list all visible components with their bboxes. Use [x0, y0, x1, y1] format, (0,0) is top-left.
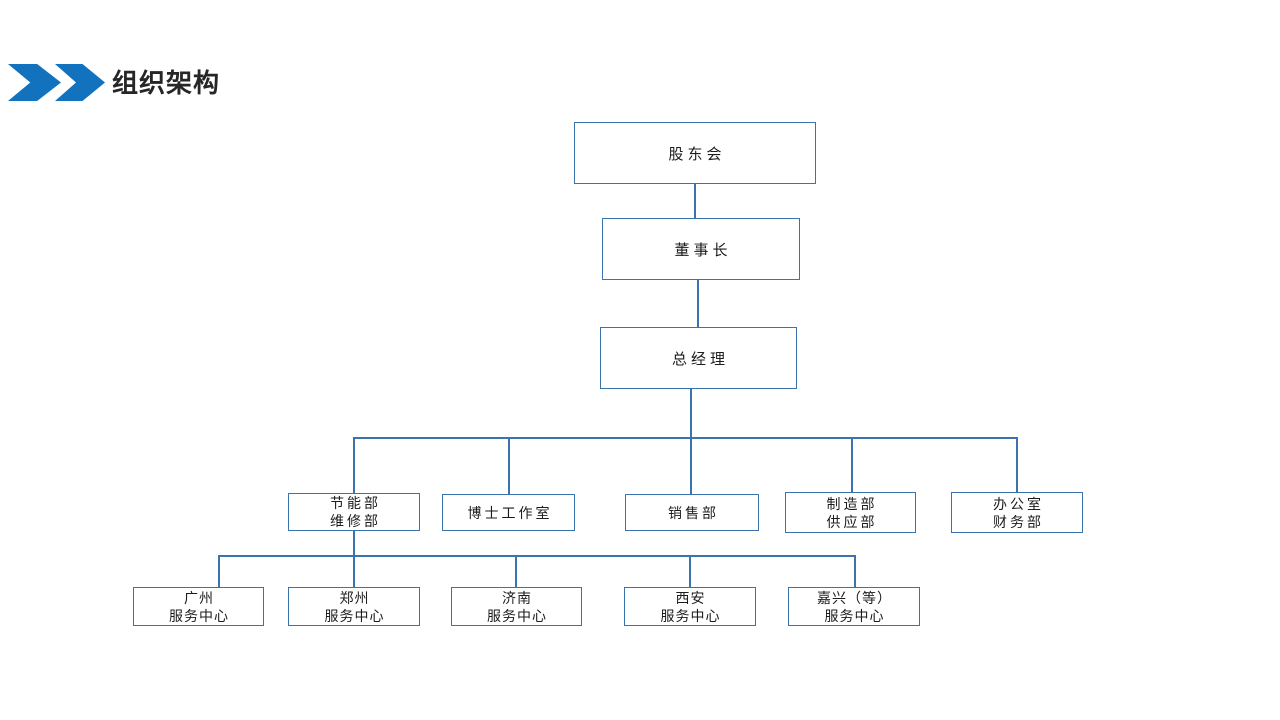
- org-node-label: 董事长: [674, 241, 732, 259]
- chevron-right-icon: [55, 64, 105, 101]
- org-node-label: 嘉兴（等）: [817, 589, 892, 606]
- org-node-label: 供应部: [826, 513, 878, 530]
- org-node-label: 服务中心: [660, 607, 721, 624]
- org-node-doctor-studio: 博士工作室: [442, 494, 575, 531]
- org-node-shareholders: 股东会: [574, 122, 816, 184]
- connector-stub-xian: [689, 555, 691, 587]
- org-node-label: 博士工作室: [467, 504, 553, 521]
- org-node-jiaxing-service-center: 嘉兴（等） 服务中心: [788, 587, 920, 626]
- org-node-guangzhou-service-center: 广州 服务中心: [133, 587, 264, 626]
- org-node-label: 节能部: [330, 495, 381, 511]
- connector-gm-trunk: [690, 389, 692, 494]
- org-node-xian-service-center: 西安 服务中心: [624, 587, 756, 626]
- org-node-label: 维修部: [330, 513, 381, 529]
- connector-stub-doctor: [508, 437, 510, 494]
- org-node-label: 办公室: [993, 495, 1044, 512]
- org-node-manufacturing-supply: 制造部 供应部: [785, 492, 916, 533]
- connector-stub-jiaxing: [854, 555, 856, 587]
- connector-stub-mfg: [851, 437, 853, 492]
- org-node-label: 总经理: [671, 350, 729, 368]
- connector-stub-jinan: [515, 555, 517, 587]
- org-node-label: 制造部: [826, 495, 878, 512]
- org-node-sales: 销售部: [625, 494, 759, 531]
- connector-trunk-departments: [353, 437, 1017, 439]
- chevron-right-icon: [8, 64, 61, 101]
- org-node-label: 服务中心: [324, 607, 385, 624]
- org-node-chairman: 董事长: [602, 218, 800, 280]
- org-node-label: 广州: [184, 589, 214, 606]
- org-node-label: 服务中心: [824, 607, 885, 624]
- connector-trunk-servicecenters: [218, 555, 855, 557]
- connector-energy-servicecenters: [353, 531, 355, 587]
- connector-chairman-gm: [697, 280, 699, 327]
- org-node-label: 股东会: [668, 145, 726, 163]
- connector-stub-guangzhou: [218, 555, 220, 587]
- org-node-office-finance: 办公室 财务部: [951, 492, 1083, 533]
- connector-stub-energy: [353, 437, 355, 493]
- org-node-label: 服务中心: [169, 607, 229, 624]
- connector-stub-office: [1016, 437, 1018, 492]
- connector-shareholders-chairman: [694, 184, 696, 218]
- org-node-label: 郑州: [339, 589, 370, 606]
- org-node-jinan-service-center: 济南 服务中心: [451, 587, 582, 626]
- org-node-label: 财务部: [993, 513, 1044, 530]
- org-node-label: 销售部: [668, 504, 719, 521]
- org-node-general-manager: 总经理: [600, 327, 797, 389]
- org-node-energy-maintenance: 节能部 维修部: [288, 493, 420, 531]
- org-node-label: 济南: [502, 589, 532, 606]
- org-node-label: 西安: [675, 589, 706, 606]
- org-node-label: 服务中心: [487, 607, 547, 624]
- page-title: 组织架构: [112, 68, 221, 98]
- org-node-zhengzhou-service-center: 郑州 服务中心: [288, 587, 420, 626]
